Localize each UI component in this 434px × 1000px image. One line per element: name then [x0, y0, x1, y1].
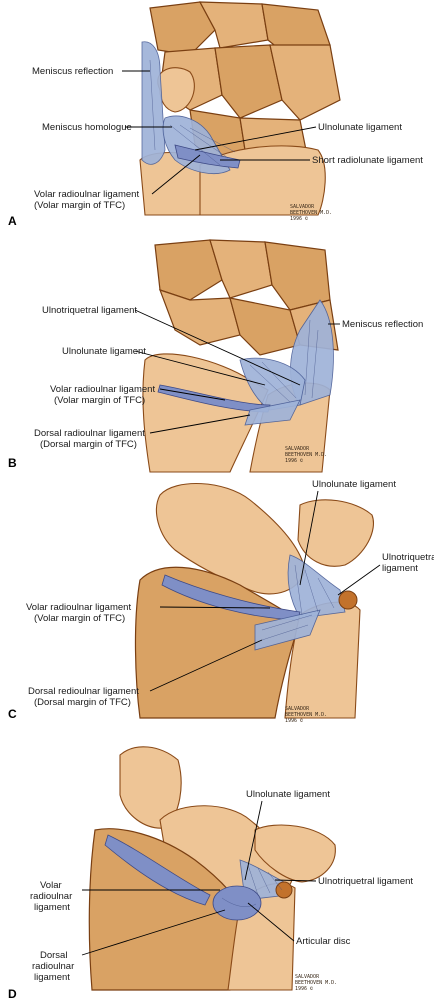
label-c-ulnotriquetral-1: Ulnotriquetral	[382, 552, 434, 563]
label-b-meniscus-reflection: Meniscus reflection	[342, 319, 423, 330]
label-d-volar-1: Volar	[40, 880, 62, 891]
label-c-dorsal-radioulnar: Dorsal redioulnar ligament	[28, 686, 139, 697]
svg-text:1996 ©: 1996 ©	[285, 718, 304, 724]
leader-c-ulnotriquetral	[337, 564, 381, 596]
leader-b-volar-radioulnar	[159, 388, 226, 401]
svg-text:SALVADOR: SALVADOR	[285, 446, 310, 452]
svg-text:1996 ©: 1996 ©	[285, 458, 304, 464]
svg-text:1996 ©: 1996 ©	[295, 986, 314, 992]
label-a-ulnolunate: Ulnolunate ligament	[318, 122, 402, 133]
label-d-ulnolunate: Ulnolunate ligament	[246, 789, 330, 800]
leader-c-volar-radioulnar	[159, 606, 271, 609]
label-a-volar-radioulnar: Volar radioulnar ligament	[34, 189, 139, 200]
panel-b-illustration	[142, 239, 339, 473]
label-b-ulnotriquetral: Ulnotriquetral ligament	[42, 305, 137, 316]
leader-d-articular-disc	[247, 902, 295, 942]
svg-text:BEETHOVEN M.D.: BEETHOVEN M.D.	[290, 210, 332, 216]
svg-text:1996 ©: 1996 ©	[290, 216, 309, 222]
panel-d-illustration	[88, 746, 336, 991]
label-d-volar-3: ligament	[34, 902, 70, 913]
panel-d: D Ulnolunate ligament Ulnotriquetral lig…	[8, 746, 413, 1000]
label-c-ulnotriquetral-2: ligament	[382, 563, 418, 574]
leader-d-dorsal	[81, 909, 226, 956]
label-c-volar-margin: (Volar margin of TFC)	[34, 613, 125, 624]
svg-text:BEETHOVEN M.D.: BEETHOVEN M.D.	[285, 712, 327, 718]
panel-a: A Meniscus reflection Meniscus homologue…	[8, 1, 423, 228]
panel-a-letter: A	[8, 214, 17, 228]
label-d-dorsal-3: ligament	[34, 972, 70, 983]
leader-c-dorsal-radioulnar	[149, 639, 263, 692]
leader-a-ulnolunate	[194, 126, 317, 151]
label-d-dorsal-1: Dorsal	[40, 950, 67, 961]
panel-b: B Ulnotriquetral ligament Meniscus refle…	[8, 239, 423, 473]
leader-b-ulnotriquetral	[134, 309, 301, 386]
leader-a-volar-radioulnar	[151, 154, 201, 195]
label-d-volar-2: radioulnar	[30, 891, 72, 902]
leader-d-ulnotriquetral	[274, 879, 317, 882]
label-c-dorsal-margin: (Dorsal margin of TFC)	[34, 697, 131, 708]
label-d-ulnotriquetral: Ulnotriquetral ligament	[318, 876, 413, 887]
label-b-volar-radioulnar: Volar radioulnar ligament	[50, 384, 155, 395]
label-a-volar-margin: (Volar margin of TFC)	[34, 200, 125, 211]
panel-c-letter: C	[8, 707, 17, 721]
signature-b: SALVADOR BEETHOVEN M.D. 1996 ©	[285, 446, 327, 464]
label-b-dorsal-radioulnar: Dorsal radioulnar ligament	[34, 428, 145, 439]
svg-text:SALVADOR: SALVADOR	[295, 974, 320, 980]
label-a-meniscus-reflection: Meniscus reflection	[32, 66, 113, 77]
label-a-meniscus-homologue: Meniscus homologue	[42, 122, 132, 133]
svg-text:SALVADOR: SALVADOR	[285, 706, 310, 712]
signature-d: SALVADOR BEETHOVEN M.D. 1996 ©	[295, 974, 337, 992]
label-b-volar-margin: (Volar margin of TFC)	[54, 395, 145, 406]
leader-d-ulnolunate	[244, 800, 263, 881]
svg-text:SALVADOR: SALVADOR	[290, 204, 315, 210]
leader-b-dorsal-radioulnar	[149, 414, 251, 434]
panel-d-letter: D	[8, 987, 17, 1000]
label-c-volar-radioulnar: Volar radioulnar ligament	[26, 602, 131, 613]
leader-b-ulnolunate	[134, 350, 266, 386]
signature-c: SALVADOR BEETHOVEN M.D. 1996 ©	[285, 706, 327, 724]
signature-a: SALVADOR BEETHOVEN M.D. 1996 ©	[290, 204, 332, 222]
label-b-ulnolunate: Ulnolunate ligament	[62, 346, 146, 357]
label-b-dorsal-margin: (Dorsal margin of TFC)	[40, 439, 137, 450]
label-d-dorsal-2: radioulnar	[32, 961, 74, 972]
svg-text:BEETHOVEN M.D.: BEETHOVEN M.D.	[285, 452, 327, 458]
label-c-ulnolunate: Ulnolunate ligament	[312, 479, 396, 490]
panel-c-illustration	[134, 482, 374, 719]
panel-a-illustration	[139, 1, 341, 216]
label-d-articular-disc: Articular disc	[296, 936, 351, 947]
svg-text:BEETHOVEN M.D.: BEETHOVEN M.D.	[295, 980, 337, 986]
label-a-short-radiolunate: Short radiolunate ligament	[312, 155, 423, 166]
panel-b-letter: B	[8, 456, 17, 470]
leader-c-ulnolunate	[299, 490, 319, 586]
panel-c: C Ulnolunate ligament Ulnotriquetral lig…	[8, 479, 434, 724]
